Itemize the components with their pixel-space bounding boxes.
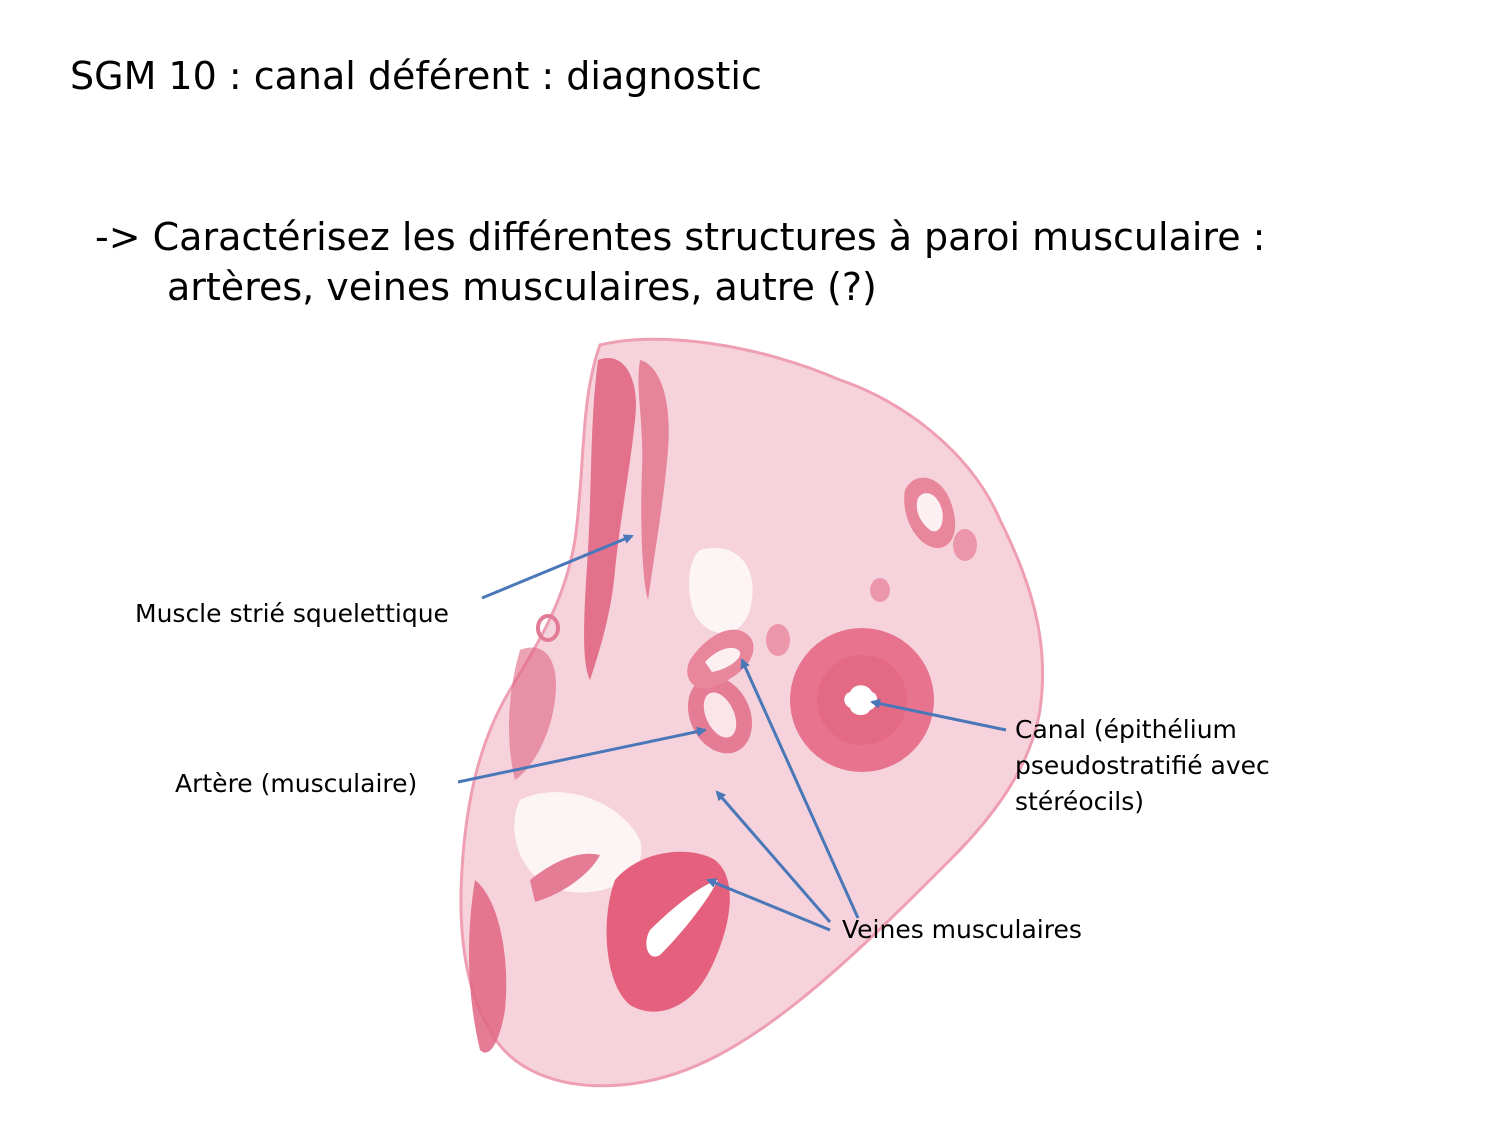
vessel-elongated bbox=[530, 853, 600, 902]
label-artery: Artère (musculaire) bbox=[175, 769, 418, 798]
label-veins: Veines musculaires bbox=[842, 915, 1082, 944]
canal-lumen bbox=[844, 685, 878, 716]
instruction-line-1: -> Caractérisez les différentes structur… bbox=[95, 215, 1266, 259]
vessel-small-3 bbox=[766, 624, 790, 656]
label-canal: Canal (épithélium pseudostratifié avec s… bbox=[1015, 712, 1270, 820]
slide-title: SGM 10 : canal déférent : diagnostic bbox=[70, 54, 762, 98]
arrow-vein-2 bbox=[715, 790, 832, 923]
clear-space-2 bbox=[514, 792, 642, 893]
clear-space-1 bbox=[688, 548, 753, 634]
arrow-canal bbox=[870, 698, 1007, 732]
vessel-small-1 bbox=[953, 529, 977, 561]
arrow-muscle bbox=[481, 534, 634, 600]
artery-lumen bbox=[703, 692, 737, 738]
label-muscle: Muscle strié squelettique bbox=[135, 599, 449, 628]
vein-lower-lumen bbox=[646, 880, 718, 957]
label-canal-line-1: Canal (épithélium bbox=[1015, 715, 1237, 744]
vessel-top-right-lumen bbox=[916, 493, 943, 532]
arrow-vein-3 bbox=[706, 878, 831, 932]
label-canal-line-2: pseudostratifié avec bbox=[1015, 751, 1270, 780]
annotation-arrows bbox=[457, 534, 1007, 932]
skeletal-muscle-upper bbox=[584, 358, 669, 680]
instruction-line-2: artères, veines musculaires, autre (?) bbox=[167, 265, 877, 309]
vessel-small-4 bbox=[870, 578, 890, 602]
label-canal-line-3: stéréocils) bbox=[1015, 787, 1145, 816]
vein-upper-lumen bbox=[705, 647, 741, 672]
skeletal-muscle-lower bbox=[468, 647, 556, 1053]
arrow-artery bbox=[457, 726, 707, 784]
instruction-text: -> Caractérisez les différentes structur… bbox=[95, 212, 1265, 312]
vessel-small-2 bbox=[536, 614, 560, 642]
arrow-vein-1 bbox=[740, 658, 860, 919]
